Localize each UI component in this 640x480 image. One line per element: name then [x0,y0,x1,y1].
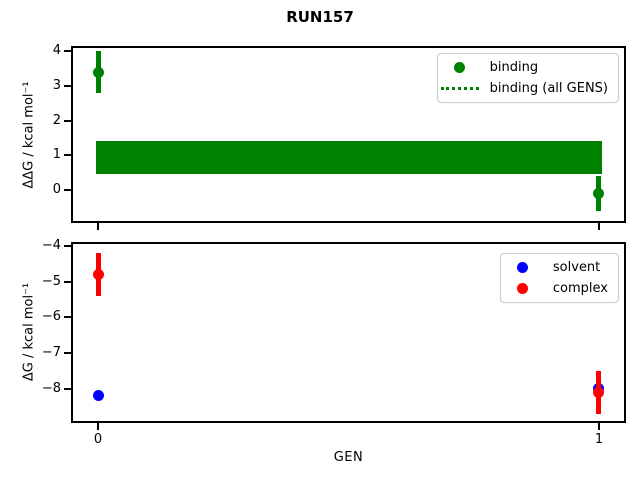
y-tick-label: −8 [41,380,61,396]
legend-entry: binding [438,57,608,78]
y-tick-mark [64,280,71,283]
y-tick-label: 2 [52,112,61,128]
y-tick-mark [64,50,71,53]
x-tick-label: 1 [594,432,604,447]
x-tick-mark [97,223,100,230]
y-axis-label-top: ΔΔG / kcal mol⁻¹ [21,81,37,189]
y-tick-label: 3 [52,78,61,94]
data-point-binding [92,66,104,78]
legend-entry-label: complex [552,281,608,296]
data-point-complex [593,386,605,398]
x-tick-mark [97,423,100,430]
complex-marker-icon [517,283,529,294]
y-tick-label: −4 [41,237,61,253]
x-tick-mark [597,423,600,430]
legend-glyph-cell [501,283,545,294]
y-tick-label: 1 [52,147,61,163]
legend-solvent-complex: solvent complex [499,253,619,303]
y-tick-mark [64,352,71,355]
series-band-binding-all-gens- [96,140,602,175]
legend-entry-label: binding [489,60,539,75]
solvent-marker-icon [517,262,529,273]
binding (all GENS)-dotted-line-icon [440,87,479,90]
legend-entry: solvent [501,257,608,278]
y-tick-label: 4 [52,43,61,59]
legend-glyph-cell [501,262,545,273]
y-tick-label: −6 [41,309,61,325]
legend-glyph-cell [438,87,482,90]
y-tick-mark [64,188,71,191]
legend-entry: complex [501,278,608,299]
y-axis-label-bottom: ΔG / kcal mol⁻¹ [21,282,37,382]
y-tick-label: −5 [41,273,61,289]
x-axis-label: GEN [333,450,364,465]
data-point-complex [92,268,104,280]
y-tick-label: −7 [41,345,61,361]
y-tick-mark [64,387,71,390]
subplot-binding: binding binding (all GENS) 4 3 2 1 0 [53,43,626,230]
y-tick-mark [64,316,71,319]
legend-entry-label: binding (all GENS) [489,81,608,96]
subplot-free-energy: solvent complex −4 −5 −6 −7 −8 0 1 [42,238,626,447]
data-point-binding [593,187,605,199]
legend-entry: binding (all GENS) [438,78,608,99]
y-tick-mark [64,85,71,88]
legend-glyph-cell [438,62,482,73]
x-tick-label: 0 [93,432,103,447]
figure-title: RUN157 [286,8,354,26]
binding-marker-icon [454,62,466,73]
y-tick-mark [64,154,71,157]
y-tick-mark [64,119,71,122]
legend-binding: binding binding (all GENS) [436,53,619,103]
legend-entry-label: solvent [552,260,601,275]
data-point-solvent [92,390,104,402]
y-tick-label: 0 [52,181,61,197]
x-tick-mark [597,223,600,230]
y-tick-mark [64,244,71,247]
